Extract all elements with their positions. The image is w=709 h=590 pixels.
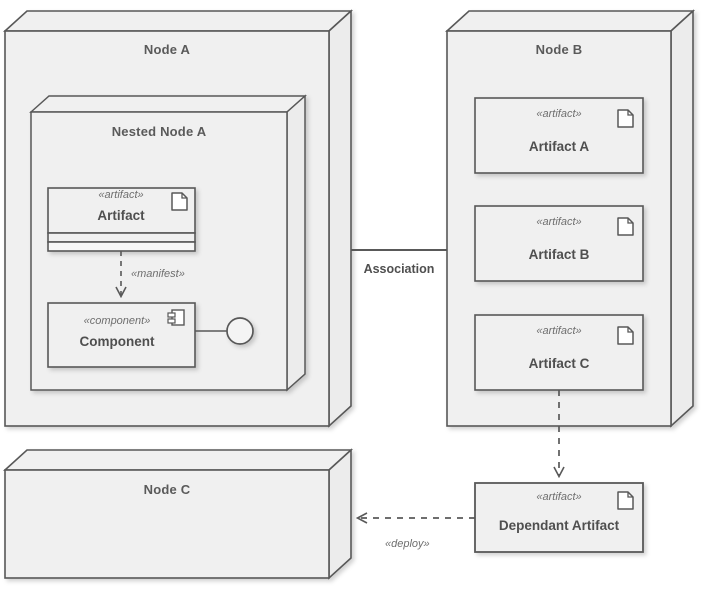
artifact-icon-fold bbox=[627, 327, 633, 333]
artifact-icon-fold bbox=[627, 218, 633, 224]
node-c-front-face bbox=[4, 469, 330, 579]
node-a-top-face bbox=[2, 10, 354, 32]
nested-node-a-top-face bbox=[29, 95, 307, 113]
artifact-c[interactable] bbox=[474, 314, 644, 391]
artifact-compartment-1 bbox=[47, 232, 196, 243]
artifact-icon bbox=[617, 491, 634, 510]
artifact-c-body bbox=[474, 314, 644, 391]
artifact-icon bbox=[171, 192, 188, 211]
artifact-icon bbox=[617, 217, 634, 236]
node-c-side-face bbox=[328, 448, 352, 580]
artifact-icon bbox=[617, 326, 634, 345]
component[interactable] bbox=[47, 302, 196, 368]
artifact-compartment-2 bbox=[47, 241, 196, 252]
artifact-icon bbox=[617, 109, 634, 128]
artifact-icon-fold bbox=[181, 193, 187, 199]
node-b-side-face bbox=[670, 9, 694, 428]
dependant-artifact-body bbox=[474, 482, 644, 553]
dependant-artifact[interactable] bbox=[474, 482, 644, 553]
artifact-body bbox=[47, 187, 196, 234]
node-a-side-face bbox=[328, 9, 352, 428]
nested-node-a-side-face bbox=[286, 94, 306, 392]
node-c[interactable] bbox=[2, 448, 354, 580]
artifact[interactable] bbox=[47, 187, 196, 252]
artifact-a[interactable] bbox=[474, 97, 644, 174]
artifact-b-body bbox=[474, 205, 644, 282]
provided-interface-icon[interactable] bbox=[226, 317, 254, 345]
node-b-top-face bbox=[444, 10, 696, 32]
component-icon-tab-top bbox=[167, 312, 176, 318]
component-icon-tab-bottom bbox=[167, 318, 176, 324]
node-c-top-face bbox=[2, 449, 354, 471]
artifact-icon-fold bbox=[627, 492, 633, 498]
artifact-b[interactable] bbox=[474, 205, 644, 282]
artifact-a-body bbox=[474, 97, 644, 174]
artifact-icon-fold bbox=[627, 110, 633, 116]
